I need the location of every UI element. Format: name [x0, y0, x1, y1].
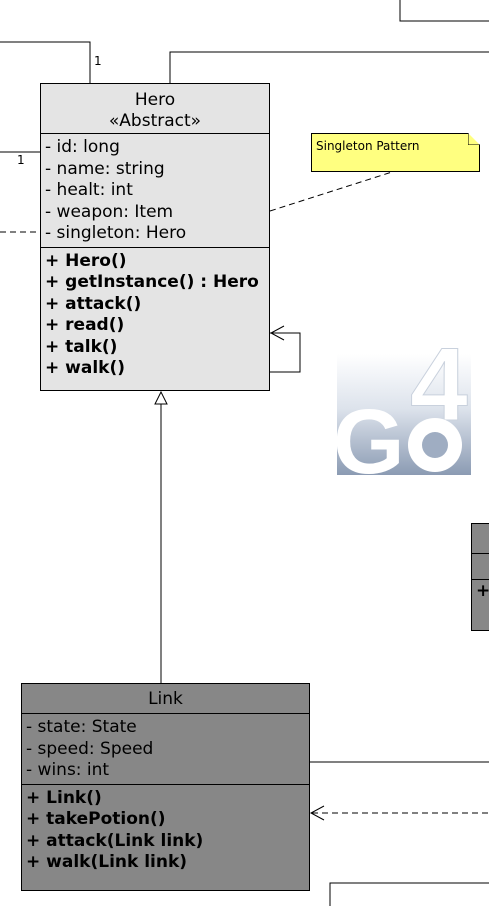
partial-class-attributes	[472, 554, 489, 580]
partial-class-header	[472, 524, 489, 554]
hero-class-name: Hero	[134, 90, 176, 110]
singleton-note[interactable]: Singleton Pattern	[311, 133, 480, 172]
hero-attribute: - healt: int	[45, 180, 133, 200]
hero-operation: + attack()	[45, 293, 142, 314]
hero-attribute: - id: long	[45, 137, 120, 157]
link-operation: + attack(Link link)	[26, 830, 204, 851]
hero-class-header: Hero «Abstract»	[41, 84, 269, 134]
association-top-left	[0, 41, 91, 83]
svg-text:G: G	[337, 391, 405, 475]
partial-class-operation: +	[476, 581, 489, 601]
hero-attribute: - singleton: Hero	[45, 223, 187, 243]
self-association-arrowhead	[269, 325, 285, 341]
link-operation: + Link()	[26, 787, 102, 808]
link-class[interactable]: Link - state: State - speed: Speed - win…	[21, 683, 310, 891]
hero-attributes: - id: long - name: string - healt: int -…	[41, 134, 269, 248]
link-operation: + walk(Link link)	[26, 852, 188, 872]
top-right-box-edge	[399, 0, 489, 22]
hero-operation: + walk()	[45, 358, 126, 378]
link-attributes: - state: State - speed: Speed - wins: in…	[22, 714, 309, 785]
link-class-name: Link	[22, 684, 309, 714]
link-attribute: - state: State	[26, 717, 137, 737]
hero-operation: + talk()	[45, 336, 118, 357]
link-operations: + Link() + takePotion() + attack(Link li…	[22, 785, 309, 876]
note-anchor-line	[269, 171, 393, 212]
dependency-arrowhead	[309, 805, 325, 821]
association-top-right	[169, 51, 489, 83]
hero-operation: + getInstance() : Hero	[45, 272, 259, 292]
hero-operations: + Hero() + getInstance() : Hero + attack…	[41, 248, 269, 382]
hero-operation: + Hero()	[45, 250, 127, 271]
multiplicity-top: 1	[94, 54, 102, 68]
note-text: Singleton Pattern	[316, 139, 420, 153]
go4-logo-icon: 4 G	[337, 328, 471, 475]
link-attribute: - speed: Speed	[26, 738, 154, 759]
note-fold-corner	[468, 133, 480, 145]
generalization-arrowhead	[154, 390, 168, 405]
partial-class-right[interactable]: +	[471, 523, 489, 631]
bottom-right-box-edge	[329, 882, 489, 906]
hero-attribute: - name: string	[45, 158, 165, 179]
hero-class[interactable]: Hero «Abstract» - id: long - name: strin…	[40, 83, 270, 391]
hero-class-stereotype: «Abstract»	[108, 111, 202, 131]
hero-operation: + read()	[45, 315, 125, 335]
link-operation: + takePotion()	[26, 809, 166, 829]
link-attribute: - wins: int	[26, 760, 110, 780]
hero-attribute: - weapon: Item	[45, 201, 174, 222]
multiplicity-left: 1	[17, 153, 25, 167]
self-association	[270, 332, 301, 373]
